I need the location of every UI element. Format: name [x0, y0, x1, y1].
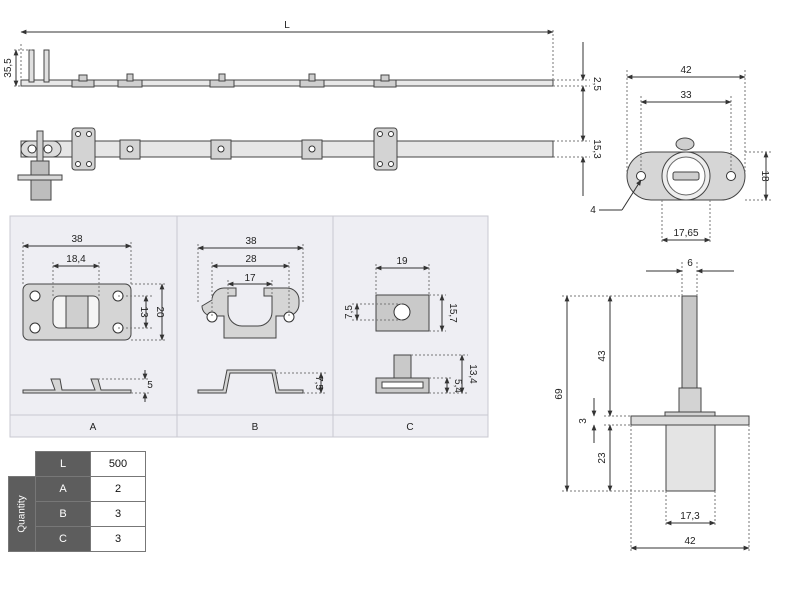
part-b-profile	[197, 369, 304, 394]
dim-k-69: 69	[554, 388, 565, 400]
table-row: B 3	[9, 501, 146, 527]
part-b-bracket	[201, 287, 300, 339]
dim-L: L	[284, 20, 290, 31]
dim-b-38: 38	[245, 236, 257, 247]
table-key: B	[35, 501, 91, 527]
dim-k-6: 6	[687, 258, 693, 269]
quantity-label: Quantity	[16, 495, 28, 533]
table-value: 2	[90, 476, 146, 502]
dim-c-13-4: 13,4	[467, 364, 478, 384]
dim-33: 33	[680, 90, 692, 101]
dim-b-17: 17	[244, 273, 256, 284]
dim-a-38: 38	[71, 234, 83, 245]
part-c-block	[375, 294, 430, 332]
dim-c-5-4: 5,4	[452, 379, 463, 393]
dim-a-20: 20	[154, 306, 165, 318]
dim-c-19: 19	[396, 256, 408, 267]
dim-a-13: 13	[138, 306, 149, 318]
panel-label-a: A	[90, 422, 97, 433]
dim-c-15-7: 15,7	[447, 303, 458, 323]
dim-17-65: 17,65	[673, 228, 698, 239]
table-value: 3	[90, 526, 146, 552]
dim-2-5: 2,5	[591, 77, 602, 91]
bar-top-view	[17, 127, 554, 201]
table-key: C	[35, 526, 91, 552]
lock-side-view	[630, 295, 750, 492]
dim-k-23: 23	[597, 452, 608, 464]
dim-42-top: 42	[680, 65, 692, 76]
table-key: L	[35, 451, 91, 477]
dim-b-7-5: 7,5	[313, 376, 324, 390]
part-a-plate	[22, 283, 132, 341]
table-key: A	[35, 476, 91, 502]
dim-4: 4	[590, 205, 596, 216]
lock-front-view	[626, 137, 746, 201]
dim-k-17-3: 17,3	[680, 511, 700, 522]
dim-35-5: 35,5	[3, 58, 14, 78]
dim-c-7-5: 7,5	[344, 305, 355, 319]
quantity-side-label: Quantity	[8, 476, 36, 552]
table-row: C 3	[9, 526, 146, 552]
dim-k-42: 42	[684, 536, 696, 547]
panel-label-b: B	[252, 422, 259, 433]
dim-k-3: 3	[578, 418, 589, 424]
dim-15-3: 15,3	[591, 139, 602, 159]
table-row: Quantity A 2	[8, 476, 146, 552]
panel-label-c: C	[406, 422, 413, 433]
table-row: L 500	[8, 451, 146, 477]
dim-a-18-4: 18,4	[66, 254, 86, 265]
dim-a-5: 5	[147, 380, 153, 391]
dim-b-28: 28	[245, 254, 257, 265]
table-value: 3	[90, 501, 146, 527]
dim-18: 18	[759, 170, 770, 182]
part-c-profile	[375, 354, 430, 394]
part-a-profile	[22, 378, 132, 394]
dim-k-43: 43	[597, 350, 608, 362]
quantity-table: L 500 Quantity A 2 B 3 C 3	[8, 451, 146, 552]
table-value: 500	[90, 451, 146, 477]
bar-side-view	[20, 49, 554, 88]
